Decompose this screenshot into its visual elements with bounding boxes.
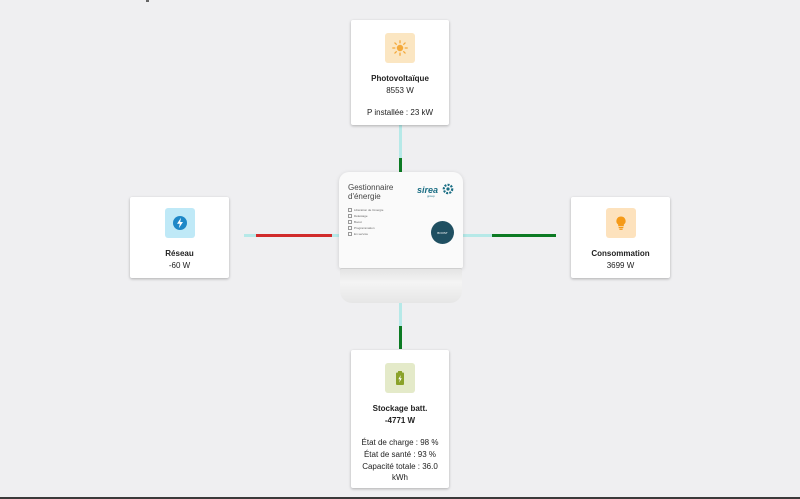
battery-card[interactable]: Stockage batt. -4771 W État de charge : …: [351, 350, 449, 488]
sun-icon: [385, 33, 415, 63]
battery-value: -4771 W: [384, 416, 416, 425]
pv-value: 8553 W: [386, 86, 414, 95]
device-menu-item: Libération de l'énergie: [348, 207, 383, 213]
grid-connector-light: [244, 234, 256, 237]
device-menu-item: Délestage: [348, 213, 383, 219]
bottom-border: [0, 497, 800, 499]
device-menu-item: Boost: [348, 219, 383, 225]
battery-title: Stockage batt.: [372, 404, 428, 413]
battery-connector-flow: [399, 326, 402, 349]
lightbulb-icon: [605, 208, 636, 238]
consumption-connector-flow: [492, 234, 556, 237]
energy-manager-device: Gestionnaire d'énergie sirea group Libér…: [339, 172, 463, 303]
grid-value: -60 W: [168, 261, 191, 270]
grid-connector-end: [332, 234, 340, 237]
device-heading-line2: d'énergie: [348, 192, 381, 201]
grid-title: Réseau: [165, 249, 194, 258]
device-front-panel: Gestionnaire d'énergie sirea group Libér…: [339, 172, 463, 268]
brand-logo-sub: group: [427, 194, 435, 198]
lightning-icon: [164, 208, 195, 238]
pv-title: Photovoltaïque: [371, 74, 429, 83]
pv-connector-light: [399, 125, 402, 158]
device-base: [340, 268, 462, 303]
grid-card[interactable]: Réseau -60 W: [130, 197, 229, 278]
consumption-title: Consommation: [591, 249, 650, 258]
device-heading: Gestionnaire d'énergie: [348, 183, 393, 201]
pv-installed-power: P installée : 23 kW: [366, 108, 434, 117]
battery-capacity: Capacité totale : 36.0 kWh: [362, 462, 438, 482]
brand-logo: sirea: [417, 185, 439, 195]
consumption-card[interactable]: Consommation 3699 W: [571, 197, 670, 278]
device-menu: Libération de l'énergie Délestage Boost …: [348, 207, 383, 237]
device-menu-item: En service: [348, 231, 383, 237]
device-heading-line1: Gestionnaire: [348, 183, 394, 192]
top-left-mark: [146, 0, 149, 2]
boost-button: BOOST: [431, 221, 454, 244]
pv-connector-flow: [399, 158, 402, 173]
device-menu-item: Programmation: [348, 225, 383, 231]
battery-charge-state: État de charge : 98 %: [361, 438, 439, 447]
grid-connector-flow: [256, 234, 332, 237]
battery-connector-light: [399, 302, 402, 326]
consumption-value: 3699 W: [606, 261, 635, 270]
pv-card[interactable]: Photovoltaïque 8553 W P installée : 23 k…: [351, 20, 449, 125]
brand-gear-icon: [442, 183, 454, 195]
battery-charging-icon: [385, 363, 415, 393]
battery-health: État de santé : 93 %: [363, 450, 437, 459]
consumption-connector-light: [462, 234, 492, 237]
